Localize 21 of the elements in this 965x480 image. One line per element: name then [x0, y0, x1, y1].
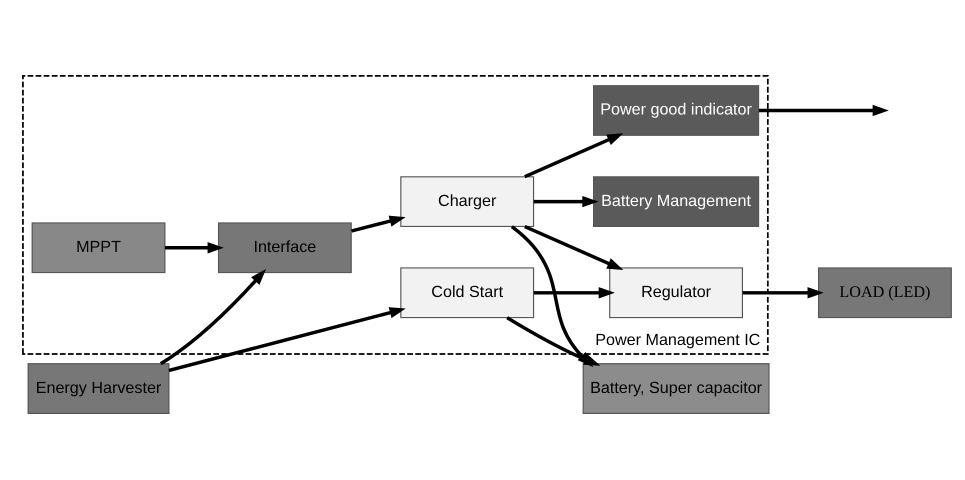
- node-box: Battery, Super capacitor: [582, 363, 770, 414]
- arrow: [742, 287, 824, 298]
- node-box: Charger: [400, 176, 534, 228]
- node-box: Energy Harvester: [28, 363, 170, 414]
- arrow: [758, 104, 889, 116]
- arrow: [168, 307, 406, 372]
- arrow: [506, 316, 600, 366]
- node-box: Cold Start: [400, 267, 534, 318]
- node-box: MPPT: [32, 222, 166, 274]
- arrow: [524, 224, 624, 270]
- arrow: [165, 242, 224, 254]
- node-box: Power good indicator: [593, 85, 760, 136]
- arrow: [160, 269, 266, 366]
- arrow: [534, 287, 615, 298]
- arrow: [534, 196, 599, 208]
- node-box: LOAD (LED): [818, 267, 952, 318]
- node-box: Interface: [218, 222, 352, 274]
- arrow: [524, 133, 624, 178]
- node-box: Regulator: [609, 267, 743, 318]
- arrow: [351, 216, 406, 233]
- node-box: Battery Management: [593, 176, 760, 228]
